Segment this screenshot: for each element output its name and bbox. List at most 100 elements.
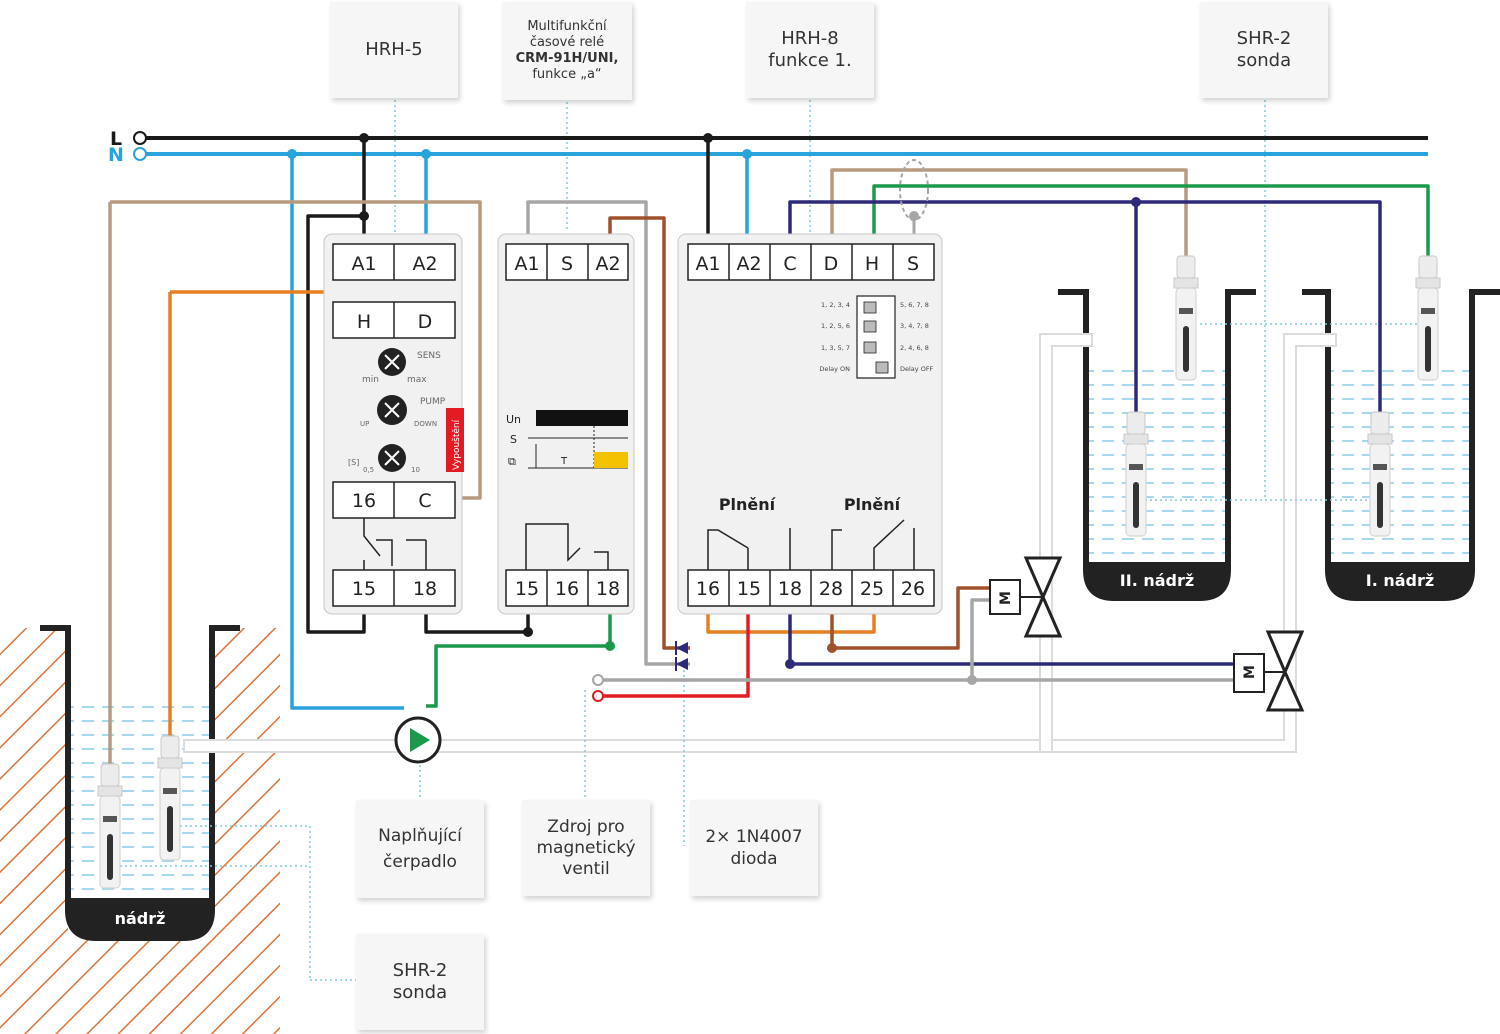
callout-shr2-bottom: SHR-2 sonda (356, 934, 484, 1030)
crm-a1: A1 (514, 253, 539, 275)
dip-left-4: Delay ON (819, 365, 850, 373)
callout-pump-line-1: Naplňující (378, 826, 462, 846)
callout-source-line-2: magnetický (536, 837, 636, 858)
hrh5-module (323, 233, 464, 615)
callout-shr2-top-line-1: SHR-2 (1236, 28, 1292, 49)
hrh8-c: C (783, 253, 796, 275)
dip-left-1: 1, 2, 3, 4 (821, 301, 850, 309)
tank-ii-label: II. nádrž (1120, 571, 1194, 590)
ground-hatch-right (212, 628, 280, 1034)
neutral-terminal (133, 147, 147, 161)
dip-left-2: 1, 2, 5, 6 (821, 322, 850, 330)
callout-shr2-top-line-2: sonda (1236, 50, 1292, 71)
hrh5-up-label: UP (360, 420, 369, 428)
callout-diode-line-2: dioda (730, 849, 778, 869)
hrh8-25: 25 (860, 578, 884, 600)
plneni-1: Plnění (719, 495, 777, 514)
callout-crm-line-2: časové relé (529, 35, 605, 50)
main-tank (40, 625, 240, 941)
probe-tank1-2 (1367, 411, 1393, 537)
callout-shr2-bottom-line-1: SHR-2 (392, 960, 448, 981)
hrh8-d: D (824, 253, 839, 275)
callout-hrh8-line-2: funkce 1. (768, 50, 852, 71)
hrh5-h: H (357, 311, 371, 333)
phase-label: L (110, 128, 122, 150)
hrh5-18: 18 (413, 578, 437, 600)
hrh5-16: 16 (352, 490, 376, 512)
callout-hrh5: HRH-5 (330, 2, 458, 98)
hrh8-26: 26 (901, 578, 925, 600)
probe-tank2-1 (1173, 255, 1199, 381)
callout-source-line-1: Zdroj pro (547, 816, 625, 837)
callout-leaders (110, 100, 1420, 981)
hrh5-down-label: DOWN (414, 420, 437, 428)
callout-crm-line-1: Multifunkční (527, 19, 607, 34)
crm-15: 15 (515, 578, 539, 600)
ground-hatch-bottom (68, 940, 212, 1034)
diodes (675, 641, 688, 671)
crm-s: S (561, 253, 573, 275)
hrh5-sens-label: SENS (417, 351, 441, 361)
hrh8-18: 18 (778, 578, 802, 600)
hrh5-s-label: [S] (348, 458, 359, 467)
tank-i (1302, 289, 1500, 601)
hrh5-a2: A2 (412, 253, 437, 275)
hrh5-pump-label: PUMP (420, 397, 446, 407)
callout-pump: Naplňující čerpadlo (356, 800, 484, 898)
callout-pump-line-2: čerpadlo (383, 852, 457, 872)
crm-t: T (560, 456, 568, 467)
ground-hatch-left (0, 628, 68, 1034)
hrh5-low-label: 0,5 (363, 466, 374, 474)
probe-tank1-1 (1415, 255, 1441, 381)
callout-crm-line-4: funkce „a“ (532, 67, 602, 82)
hrh8-16: 16 (696, 578, 720, 600)
plneni-2: Plnění (844, 495, 902, 514)
callout-source-line-3: ventil (562, 858, 610, 879)
dip-right-2: 3, 4, 7, 8 (900, 322, 929, 330)
phase-terminal (133, 131, 147, 145)
hrh8-s: S (907, 253, 919, 275)
hrh5-high-label: 10 (411, 466, 420, 474)
dip-right-4: Delay OFF (900, 365, 934, 373)
callout-crm: Multifunkční časové relé CRM-91H/UNI, fu… (502, 2, 632, 100)
pump-icon (394, 716, 442, 764)
probe-main-2 (157, 735, 183, 861)
valve-tank2-icon (989, 556, 1063, 638)
callout-crm-line-3: CRM-91H/UNI, (515, 51, 619, 66)
tank-i-label: I. nádrž (1366, 571, 1434, 590)
tank-ii (1058, 289, 1256, 601)
callout-hrh8-line-1: HRH-8 (781, 28, 839, 49)
dip-left-3: 1, 3, 5, 7 (821, 344, 850, 352)
hrh5-min-label: min (362, 375, 379, 385)
callout-diode: 2× 1N4007 dioda (690, 800, 818, 896)
probe-main-1 (97, 763, 123, 889)
hrh8-h: H (865, 253, 879, 275)
crm-s-row: S (510, 433, 517, 446)
hrh5-max-label: max (407, 375, 427, 385)
hrh8-a2: A2 (736, 253, 761, 275)
hrh8-15: 15 (737, 578, 761, 600)
probe-tank2-2 (1123, 411, 1149, 537)
callout-hrh5-text: HRH-5 (365, 39, 423, 60)
motor-label-1: M (998, 591, 1014, 605)
neutral-label: N (108, 144, 124, 166)
hrh5-15: 15 (352, 578, 376, 600)
crm-a2: A2 (595, 253, 620, 275)
callout-source: Zdroj pro magnetický ventil (522, 800, 650, 896)
knob-markers (384, 354, 400, 466)
callout-hrh8: HRH-8 funkce 1. (746, 2, 874, 98)
dip-right-3: 2, 4, 6, 8 (900, 344, 929, 352)
motor-label-2: M (1242, 665, 1258, 679)
hrh5-a1: A1 (351, 253, 376, 275)
hrh5-d: D (418, 311, 433, 333)
hrh5-red-label: Vypouštění (451, 419, 462, 470)
callout-diode-line-1: 2× 1N4007 (705, 827, 803, 847)
crm-18: 18 (596, 578, 620, 600)
tank-main-label: nádrž (115, 909, 166, 928)
callout-shr2-top: SHR-2 sonda (1200, 2, 1328, 98)
hrh8-module (677, 233, 943, 615)
valve-tank1-icon (1233, 630, 1305, 712)
crm-module (497, 233, 635, 615)
hrh8-a1: A1 (695, 253, 720, 275)
